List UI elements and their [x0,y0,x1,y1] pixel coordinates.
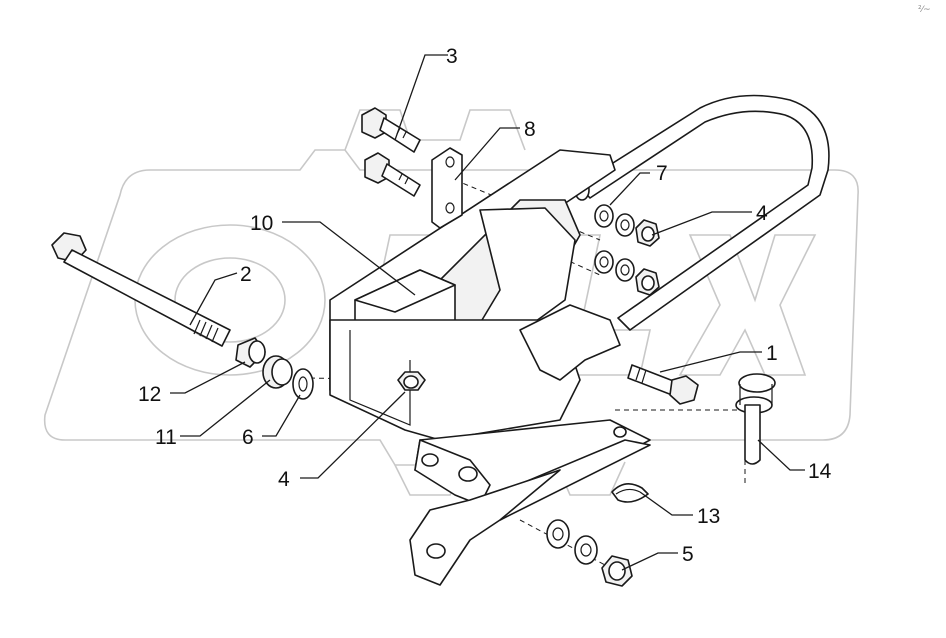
main-frame [329,149,651,586]
leader-lines [170,54,805,571]
callout-2: 2 [240,263,252,286]
washers-and-nut-bottom [546,519,633,587]
callout-4-lower: 4 [278,468,290,491]
callout-8: 8 [524,118,536,141]
callout-1: 1 [766,342,778,365]
callout-11: 11 [155,426,177,449]
callout-12: 12 [138,383,161,406]
bolt-right [627,364,699,405]
callout-10: 10 [250,212,273,235]
corner-mark: ²⁄~ [918,5,931,15]
callout-labels: 1 2 3 4 4 5 6 7 8 10 11 12 13 14 [138,45,832,566]
washers-and-nuts-right [594,204,660,296]
callout-4-upper: 4 [756,202,768,225]
callout-3: 3 [446,45,458,68]
callout-7: 7 [656,162,668,185]
locking-pin [735,373,776,465]
spring-clip [611,483,649,503]
link-plate [431,147,463,229]
bolt-pair [361,107,421,197]
callout-13: 13 [697,505,720,528]
spacer-bushing-washer [235,337,314,400]
callout-5: 5 [682,543,694,566]
callout-14: 14 [808,460,832,483]
callout-6: 6 [242,426,254,449]
long-bolt [51,232,231,347]
